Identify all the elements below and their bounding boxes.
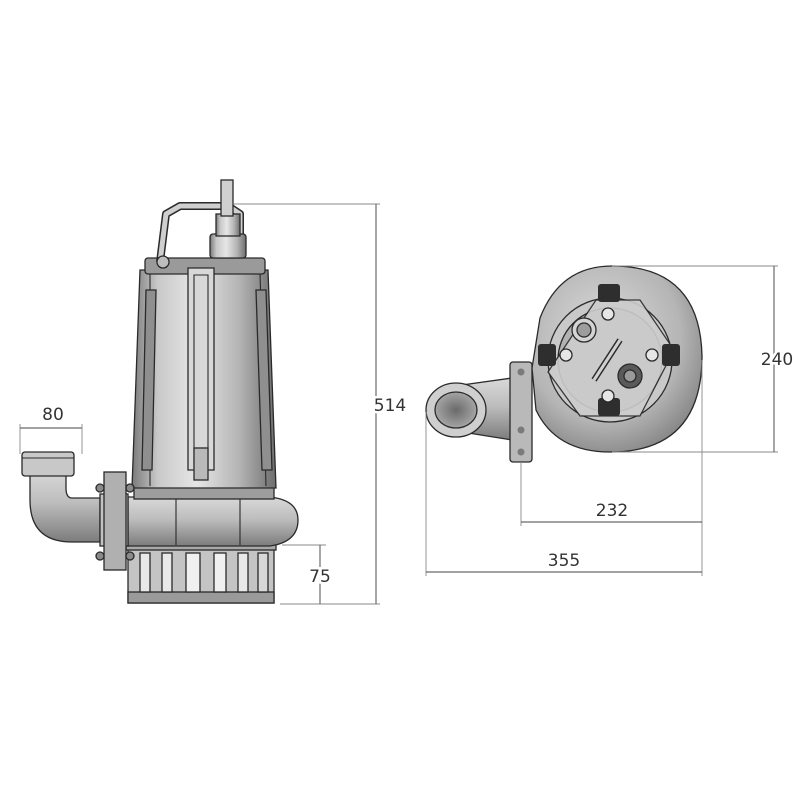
dimension-base-height: 75 [282,544,333,604]
dimension-outlet-width: 80 [19,405,83,454]
dimension-top-width-short: 232 [520,360,703,576]
pump-volute-side [127,486,299,547]
pump-discharge-top [425,361,533,463]
dimension-label-355: 355 [548,551,580,571]
dimension-label-240: 240 [761,350,793,370]
pump-cable-gland [209,179,247,259]
top-view [425,265,703,463]
dimension-label-80: 80 [42,405,64,425]
pump-volute-top [531,265,703,453]
pump-base-stand [125,539,277,604]
dimension-top-width-overall: 355 [425,412,702,576]
dimension-label-75: 75 [309,567,331,587]
side-view [21,179,299,604]
dimension-top-depth: 240 [612,265,796,453]
dimension-label-232: 232 [596,501,628,521]
pump-motor-housing [131,257,277,489]
dimension-total-height: 514 [234,203,409,605]
pump-discharge-side [21,451,135,571]
dimension-label-514: 514 [374,396,406,416]
